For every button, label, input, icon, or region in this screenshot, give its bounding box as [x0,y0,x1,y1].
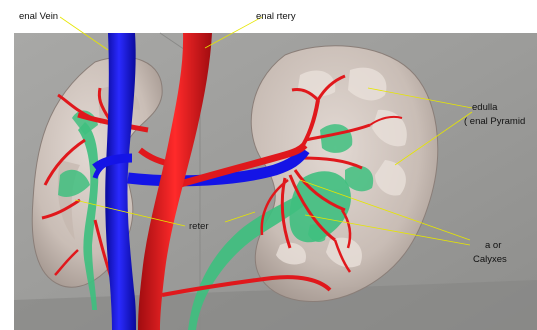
renal-artery-label: enal rtery [256,11,296,23]
renal-vein-label: enal Vein [19,11,58,23]
medulla-label-line1: edulla [472,102,497,114]
medulla-label-line2: ( enal Pyramid [464,116,525,128]
major-calyx-label-line1: a or [485,240,501,252]
ureter-label: reter [189,221,209,233]
major-calyx-label-line2: Calyxes [473,254,507,266]
